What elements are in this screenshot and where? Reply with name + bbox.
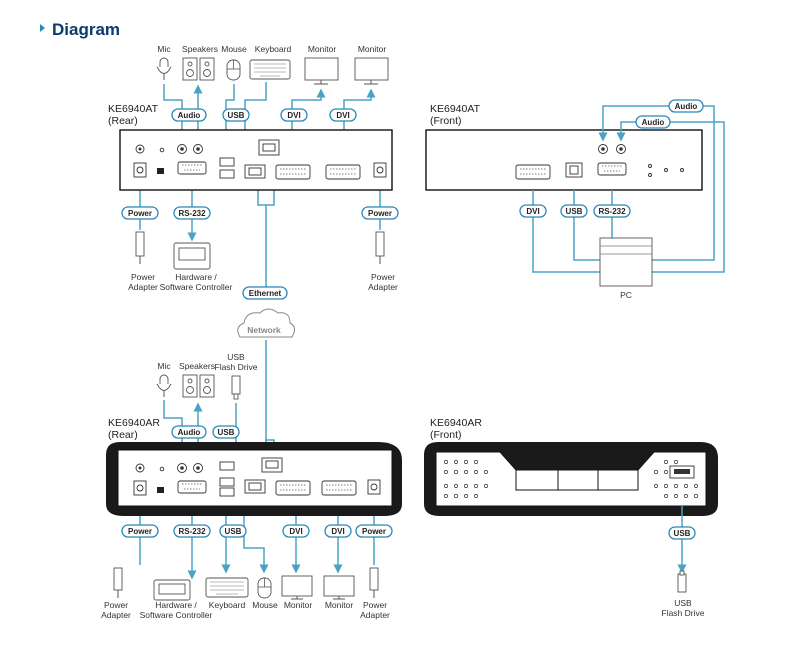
dvi-port-label: DVI	[289, 527, 302, 536]
speakers-label: Speakers	[182, 44, 218, 54]
usb-port-label: USB	[566, 207, 583, 216]
monitor-label: Monitor	[325, 600, 354, 610]
audio-port-label: Audio	[642, 118, 665, 127]
monitor-label: Monitor	[284, 600, 313, 610]
ar-rear-peripherals: Mic Speakers USB Flash Drive	[156, 352, 258, 400]
monitor-icon	[323, 575, 355, 600]
power-adapter-icon	[113, 567, 123, 598]
dvi-port-label: DVI	[336, 111, 349, 120]
pc-tower-icon	[599, 237, 653, 287]
power-adapter-label-2: Adapter	[101, 610, 131, 620]
at-front-port-labels: Audio Audio DVI USB RS-232	[519, 99, 704, 218]
usb-port-label: USB	[674, 529, 691, 538]
rs232-port-label: RS-232	[598, 207, 626, 216]
usb-port-label: USB	[218, 428, 235, 437]
at-rear-bottom-devices: Power Adapter Hardware / Software Contro…	[128, 231, 398, 292]
usb-flash-drive-icon	[231, 375, 241, 400]
speakers-icon	[182, 374, 215, 398]
controller-label-2: Software Controller	[160, 282, 233, 292]
mic-label: Mic	[157, 361, 171, 371]
power-adapter-label-2: Adapter	[128, 282, 158, 292]
ar-rear-unit: KE6940AR (Rear)	[106, 417, 402, 516]
microphone-icon	[156, 374, 172, 397]
power-adapter-label-2: Adapter	[360, 610, 390, 620]
monitor-2-label: Monitor	[358, 44, 387, 54]
dvi-port-label: DVI	[331, 527, 344, 536]
monitor-1-label: Monitor	[308, 44, 337, 54]
network-cloud-icon	[237, 308, 296, 338]
mouse-label: Mouse	[252, 600, 278, 610]
power-port-label: Power	[128, 527, 152, 536]
keyboard-icon	[249, 59, 291, 80]
usb-port-label: USB	[225, 527, 242, 536]
power-adapter-label-2: Adapter	[368, 282, 398, 292]
audio-port-label: Audio	[178, 111, 201, 120]
microphone-icon	[156, 57, 172, 80]
keyboard-label: Keyboard	[209, 600, 246, 610]
power-port-label: Power	[362, 527, 386, 536]
mouse-icon	[257, 577, 272, 599]
controller-icon	[153, 579, 191, 601]
keyboard-label: Keyboard	[255, 44, 292, 54]
at-rear-side: (Rear)	[108, 115, 138, 127]
controller-icon	[173, 242, 211, 270]
mouse-icon	[226, 59, 241, 81]
mouse-label: Mouse	[221, 44, 247, 54]
network-link: Ethernet Network	[237, 286, 296, 338]
audio-port-label: Audio	[675, 102, 698, 111]
rs232-port-label: RS-232	[178, 209, 206, 218]
usb-flash-label-1: USB	[674, 598, 692, 608]
page-title: Diagram	[52, 20, 120, 39]
usb-flash-label-2: Flash Drive	[662, 608, 705, 618]
at-rear-name: KE6940AT	[108, 103, 159, 115]
network-label: Network	[247, 325, 281, 335]
monitor-icon	[281, 575, 313, 600]
mic-label: Mic	[157, 44, 171, 54]
at-front-unit: KE6940AT (Front)	[425, 103, 703, 191]
ar-rear-side: (Rear)	[108, 429, 138, 441]
ar-front-side: (Front)	[430, 429, 462, 441]
speakers-icon	[182, 57, 215, 81]
power-port-label: Power	[128, 209, 152, 218]
controller-label-1: Hardware /	[175, 272, 217, 282]
audio-port-label: Audio	[178, 428, 201, 437]
power-adapter-icon	[135, 231, 145, 264]
dvi-port-label: DVI	[526, 207, 539, 216]
ar-front-unit: KE6940AR (Front)	[424, 417, 718, 516]
monitor-icon	[304, 57, 339, 85]
controller-label-1: Hardware /	[155, 600, 197, 610]
monitor-icon	[354, 57, 389, 85]
ar-rear-bottom-devices: Power Adapter Hardware / Software Contro…	[101, 567, 390, 620]
power-adapter-label-1: Power	[131, 272, 155, 282]
dvi-port-label: DVI	[287, 111, 300, 120]
power-adapter-icon	[369, 567, 379, 598]
power-adapter-icon	[375, 231, 385, 264]
keyboard-icon	[205, 577, 249, 598]
ar-front-port-labels: USB	[668, 526, 696, 540]
power-port-label: Power	[368, 209, 392, 218]
at-rear-port-labels: Audio USB DVI DVI Power RS-232 Power	[121, 108, 399, 220]
usb-flash-label-2: Flash Drive	[215, 362, 258, 372]
power-adapter-label-1: Power	[104, 600, 128, 610]
ethernet-label: Ethernet	[249, 289, 282, 298]
pc-label: PC	[620, 290, 632, 300]
controller-label-2: Software Controller	[140, 610, 213, 620]
power-adapter-label-1: Power	[371, 272, 395, 282]
usb-flash-label-1: USB	[227, 352, 245, 362]
at-rear-unit: KE6940AT (Rear)	[108, 103, 393, 191]
ar-rear-port-labels: Audio USB Power RS-232 USB DVI DVI Power	[121, 425, 393, 538]
at-rear-peripherals: Mic Speakers Mouse Keyboard	[156, 44, 389, 85]
heading-arrow-icon	[40, 24, 45, 32]
ar-front-name: KE6940AR	[430, 417, 482, 429]
power-adapter-label-1: Power	[363, 600, 387, 610]
at-front-name: KE6940AT	[430, 103, 481, 115]
usb-port-label: USB	[228, 111, 245, 120]
usb-flash-drive-icon	[677, 570, 687, 593]
rs232-port-label: RS-232	[178, 527, 206, 536]
ar-rear-name: KE6940AR	[108, 417, 160, 429]
at-front-side: (Front)	[430, 115, 462, 127]
speakers-label: Speakers	[179, 361, 215, 371]
